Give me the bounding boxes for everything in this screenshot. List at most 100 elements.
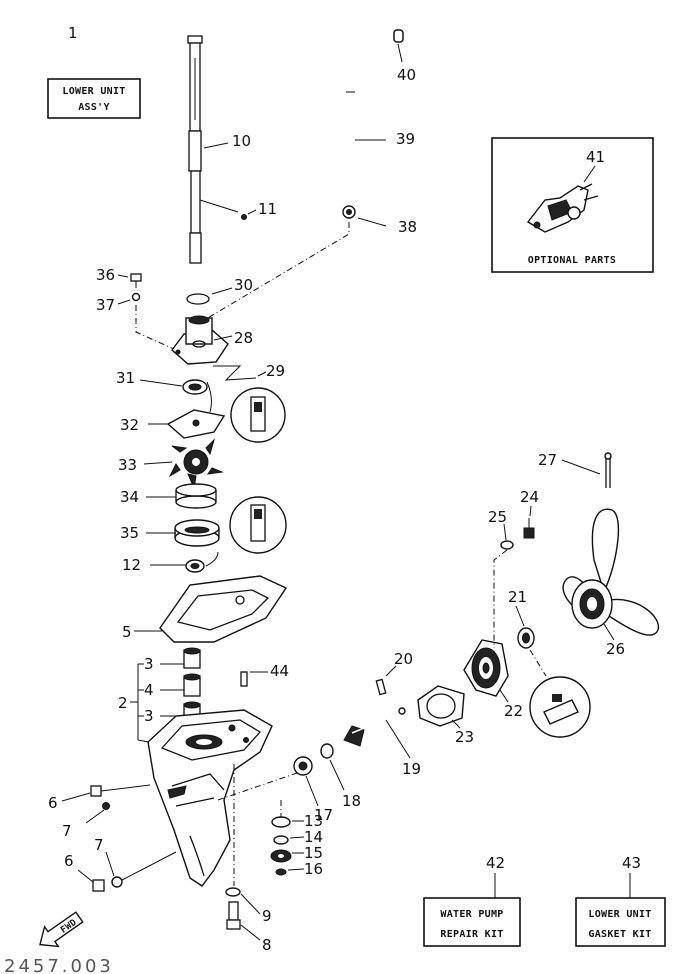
part-38-grommet — [342, 205, 387, 227]
callout-26: 26 — [606, 640, 625, 658]
callout-22: 22 — [504, 702, 523, 720]
callout-1: 1 — [68, 24, 78, 42]
part-16-nut — [275, 868, 287, 876]
water-pump-kit-line2: REPAIR KIT — [440, 929, 503, 940]
callout-41: 41 — [586, 148, 605, 166]
callout-8: 8 — [262, 936, 272, 954]
detail-circle-lower — [529, 676, 591, 738]
part-28-pump-housing — [171, 315, 229, 365]
callout-38: 38 — [398, 218, 417, 236]
callout-5: 5 — [122, 623, 132, 641]
part-15-bevel-gear — [270, 849, 292, 863]
callout-44: 44 — [270, 662, 289, 680]
callout-6-upper: 6 — [48, 794, 58, 812]
part-37-washer — [131, 292, 141, 302]
callout-23: 23 — [455, 728, 474, 746]
part-4-bushing — [183, 673, 201, 697]
fwd-arrow-icon: FWD — [39, 911, 84, 948]
callout-34: 34 — [120, 488, 139, 506]
callout-31: 31 — [116, 369, 135, 387]
callout-14: 14 — [304, 828, 323, 846]
part-1-lower-casing — [147, 709, 273, 887]
part-25-washer — [500, 540, 514, 550]
part-19-propeller-shaft — [343, 707, 406, 747]
part-11-pin — [199, 199, 247, 220]
part-6-bolt-upper — [90, 784, 151, 797]
part-7-washer-upper — [102, 802, 110, 810]
part-34-insert-cartridge — [175, 483, 217, 509]
callout-3-upper: 3 — [144, 655, 154, 673]
callout-32: 32 — [120, 416, 139, 434]
callout-40: 40 — [397, 66, 416, 84]
gasket-kit-line1: LOWER UNIT — [588, 909, 651, 920]
part-18-washer — [320, 743, 334, 759]
callout-36: 36 — [96, 266, 115, 284]
part-20-pin — [375, 678, 387, 696]
callout-39: 39 — [396, 130, 415, 148]
callout-29: 29 — [266, 362, 285, 380]
detail-circle-middle — [229, 496, 287, 554]
callout-20: 20 — [394, 650, 413, 668]
part-40-clip — [393, 29, 404, 63]
callout-15: 15 — [304, 844, 323, 862]
part-3-bushing-upper — [183, 647, 201, 669]
callout-9: 9 — [262, 907, 272, 925]
lower-unit-assy-line1: LOWER UNIT — [62, 86, 125, 97]
callout-17: 17 — [314, 806, 333, 824]
callout-13: 13 — [304, 812, 323, 830]
callout-30: 30 — [234, 276, 253, 294]
callout-7-lower: 7 — [94, 836, 104, 854]
part-7-washer-lower — [111, 876, 123, 888]
part-8-bolt — [226, 901, 241, 930]
part-14-washer — [273, 835, 289, 845]
detail-circle-upper — [230, 387, 286, 443]
part-27-cotter-pin — [604, 452, 612, 488]
callout-16: 16 — [304, 860, 323, 878]
callout-3-lower: 3 — [144, 707, 154, 725]
part-31-bearing — [182, 379, 208, 395]
callout-24: 24 — [520, 488, 539, 506]
part-44-dowel — [240, 671, 248, 687]
lower-unit-assy-box: LOWER UNIT ASS'Y — [47, 78, 141, 119]
part-23-gasket — [417, 685, 465, 727]
lower-unit-assy-line2: ASS'Y — [78, 102, 110, 113]
optional-parts-label: OPTIONAL PARTS — [528, 255, 617, 266]
optional-parts-box: OPTIONAL PARTS — [491, 137, 654, 273]
part-33-impeller — [168, 438, 224, 490]
part-41-clamp — [526, 183, 599, 233]
gasket-kit-line2: GASKET KIT — [588, 929, 651, 940]
callout-19: 19 — [402, 760, 421, 778]
callout-21: 21 — [508, 588, 527, 606]
callout-11: 11 — [258, 200, 277, 218]
part-36-bolt — [130, 273, 142, 288]
part-17-bearing — [293, 756, 313, 776]
callout-35: 35 — [120, 524, 139, 542]
part-13-shim — [271, 816, 291, 828]
part-22-bearing-housing — [463, 639, 509, 697]
part-5-gasket — [159, 575, 288, 643]
callout-37: 37 — [96, 296, 115, 314]
callout-18: 18 — [342, 792, 361, 810]
part-6-bolt-lower — [92, 879, 105, 892]
callout-6-lower: 6 — [64, 852, 74, 870]
part-26-propeller — [562, 508, 659, 636]
lower-unit-gasket-kit-box: LOWER UNIT GASKET KIT — [575, 897, 666, 947]
callout-4: 4 — [144, 681, 154, 699]
part-39-shift-rod — [346, 34, 390, 182]
water-pump-repair-kit-box: WATER PUMP REPAIR KIT — [423, 897, 521, 947]
part-9-washer — [225, 887, 241, 897]
part-12-seal — [185, 559, 205, 573]
callout-27: 27 — [538, 451, 557, 469]
callout-2: 2 — [118, 694, 128, 712]
water-pump-kit-line1: WATER PUMP — [440, 909, 503, 920]
callout-33: 33 — [118, 456, 137, 474]
callout-43: 43 — [622, 854, 641, 872]
callout-12: 12 — [122, 556, 141, 574]
part-21-thrust-holder — [517, 627, 535, 649]
callout-numbers: 1 2 3 4 3 5 6 6 7 7 8 9 10 11 12 13 14 1… — [48, 24, 641, 954]
figure-code: 2457.003 — [4, 956, 114, 974]
callout-42: 42 — [486, 854, 505, 872]
callout-25: 25 — [488, 508, 507, 526]
